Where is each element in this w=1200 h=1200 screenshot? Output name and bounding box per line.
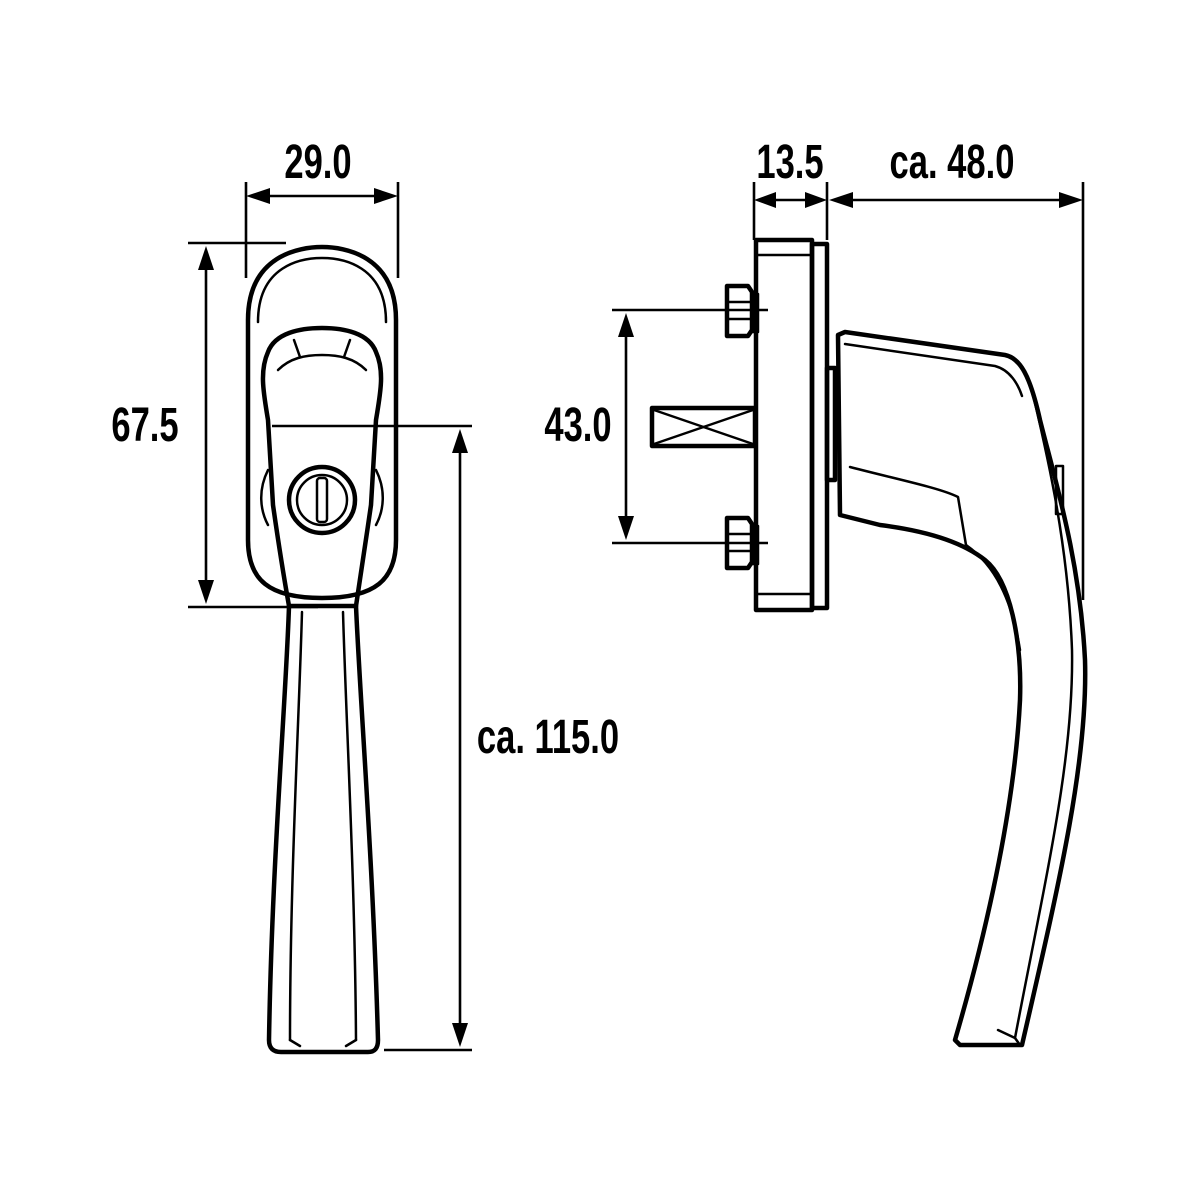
side-handle-lever [835, 329, 1088, 1048]
depth-dimension-label: 13.5 [756, 134, 823, 188]
front-handle-lever [266, 603, 381, 1055]
front-rose-outline [245, 244, 399, 601]
projection-dimension-label: ca. 48.0 [890, 134, 1015, 188]
front-handle-head-bevel [276, 353, 368, 372]
front-view [245, 244, 399, 1055]
height-dimension-label: 67.5 [111, 397, 178, 451]
lock-cylinder-outer [286, 464, 358, 536]
key-slot [315, 476, 329, 524]
front-rose-inner-rim [256, 256, 388, 324]
front-handle-head [260, 325, 384, 609]
width-dimension-label: 29.0 [284, 134, 351, 188]
side-view [649, 237, 1088, 1048]
dimension-labels: 29.0 67.5 ca. 115.0 13.5 ca. 48.0 43.0 [111, 134, 1014, 763]
length-dimension-label: ca. 115.0 [477, 709, 619, 763]
front-handle-lever-inner-left [288, 610, 304, 1042]
screw-spacing-dimension-label: 43.0 [544, 397, 611, 451]
side-rose-body [753, 237, 815, 613]
front-handle-lever-inner-right [341, 610, 358, 1042]
dimension-lines [188, 182, 1085, 1052]
lock-cylinder-inner [295, 473, 349, 527]
